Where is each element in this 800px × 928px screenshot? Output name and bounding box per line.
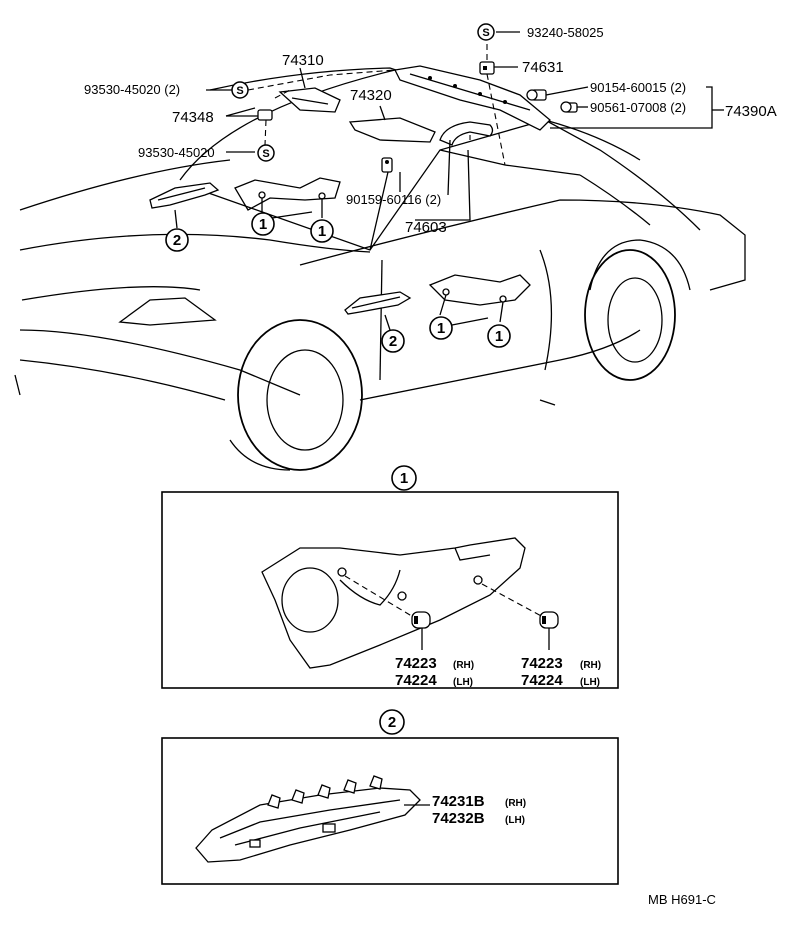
holder-74348 [257,109,273,121]
label-74231b: 74231B [432,793,485,810]
svg-text:1: 1 [259,216,267,233]
svg-text:S: S [482,27,489,39]
sunshade-74310 [278,87,341,113]
label-90561-07008: 90561-07008 (2) [590,100,686,115]
screw-90159 [381,157,393,173]
detail-1-dashed [344,575,546,619]
sunshade-74320 [348,117,436,143]
label-74224-a: 74224 [395,672,437,689]
callout-2-front: 2 [165,228,189,252]
s-badge-93530-b: S [257,144,275,162]
svg-text:1: 1 [318,223,326,240]
trim-panel-front [234,177,341,211]
label-74224-b: 74224 [521,672,563,689]
assist-grip-74603 [439,121,494,146]
marker-lamp-front [149,182,220,209]
svg-text:S: S [262,148,269,160]
svg-text:S: S [236,85,243,97]
callout-2-side: 2 [381,329,405,353]
callout-1-side-b: 1 [487,324,511,348]
label-lh-2: (LH) [505,815,525,826]
drawing-code: MB H691-C [648,892,716,907]
label-74631: 74631 [522,59,564,76]
label-74320: 74320 [350,87,392,104]
leader-lines-top [206,31,724,251]
label-lh-a: (LH) [453,677,473,688]
clip-74631 [479,61,495,75]
detail-2-heading: 2 [379,709,405,735]
callout-1-front-a: 1 [251,212,275,236]
label-93530-45020: 93530-45020 [138,145,215,160]
svg-text:1: 1 [495,328,503,345]
label-93240-58025: 93240-58025 [527,25,604,40]
rear-spoiler-74390a [394,65,551,131]
detail-1-clips [411,611,559,650]
label-rh-2: (RH) [505,798,526,809]
label-74603: 74603 [405,219,447,236]
callout-1-side-a: 1 [429,316,453,340]
screw-90154 [526,89,547,101]
detail-1-trim-panel [261,537,526,669]
detail-2-marker-lamp [195,775,421,863]
label-rh-a: (RH) [453,660,474,671]
label-74310: 74310 [282,52,324,69]
marker-lamp-side [344,291,412,315]
label-74223-a: 74223 [395,655,437,672]
detail-1-heading: 1 [391,465,417,491]
svg-text:2: 2 [388,714,396,731]
label-rh-b: (RH) [580,660,601,671]
label-90154-60015: 90154-60015 (2) [590,80,686,95]
label-lh-b: (LH) [580,677,600,688]
detail-1-frame [161,491,619,689]
trim-panel-side [428,274,531,306]
label-74223-b: 74223 [521,655,563,672]
s-badge-93530-a: S [231,81,249,99]
svg-text:1: 1 [437,320,445,337]
svg-text:2: 2 [389,333,397,350]
dashed-lines-top [247,44,506,166]
svg-text:2: 2 [173,232,181,249]
svg-text:1: 1 [400,470,408,487]
label-74232b: 74232B [432,810,485,827]
label-93530-45020-2: 93530-45020 (2) [84,82,180,97]
screw-90561 [560,101,578,113]
detail-2-frame [161,737,619,885]
car-body-outline [14,67,746,471]
s-badge-93240: S [477,23,495,41]
label-74348: 74348 [172,109,214,126]
callout-leaders-car [174,198,504,331]
callout-1-front-b: 1 [310,219,334,243]
label-90159-60116: 90159-60116 (2) [346,192,441,207]
label-74390a: 74390A [725,103,777,120]
